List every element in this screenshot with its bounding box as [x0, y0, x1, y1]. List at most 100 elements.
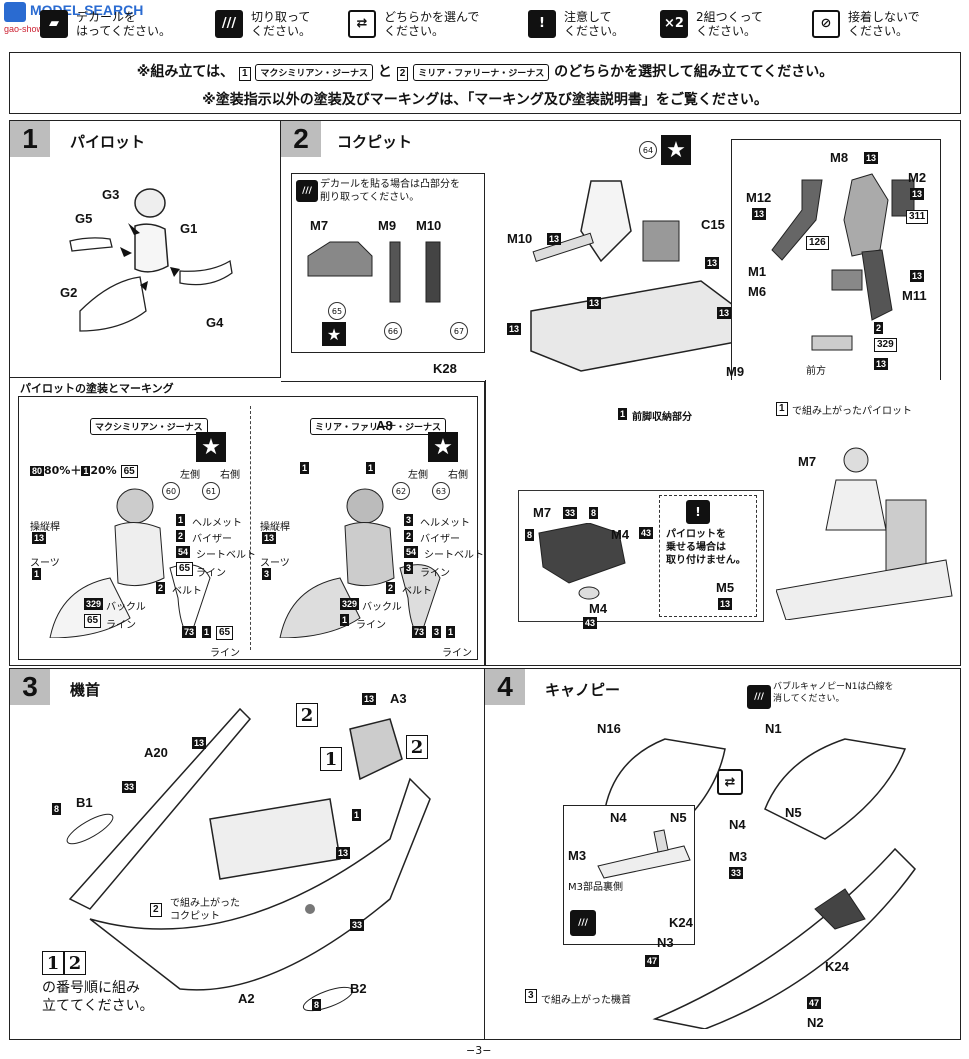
- step-4-panel: 4 キャノピー /// バブルキャノピーN1は凸線を 消してください。 N16 …: [485, 668, 961, 1040]
- part-label: M11: [902, 288, 927, 303]
- legend-decal: ▰ デカールを はってください。: [40, 4, 171, 44]
- part-label: N3: [657, 935, 674, 950]
- part-label: M3: [568, 848, 587, 863]
- step-title: パイロット: [70, 133, 146, 151]
- paint-number: 13: [910, 270, 925, 282]
- part-label: K24: [669, 915, 693, 930]
- paint-label: バックル: [106, 602, 146, 613]
- legend-no-glue: ⊘ 接着しないで ください。: [812, 4, 920, 44]
- paint-number: 13: [362, 693, 377, 705]
- header-and: と: [377, 64, 392, 80]
- part-label: K24: [825, 959, 849, 974]
- part-label: K28: [433, 361, 457, 376]
- order-number: 1: [42, 951, 64, 975]
- part-label: A8: [376, 418, 393, 433]
- part-label: G4: [206, 315, 224, 330]
- seat-parts: [771, 173, 915, 351]
- paint-label: ベルト: [402, 586, 432, 597]
- header-pre: ※組み立ては、: [136, 64, 235, 80]
- step-number: 3: [10, 669, 50, 705]
- paint-number: 3: [432, 626, 442, 638]
- paint-number: 13: [910, 188, 925, 200]
- option-number: 2: [406, 735, 428, 759]
- paint-number: 65: [176, 562, 194, 576]
- cut-icon: ///: [570, 910, 596, 936]
- paint-number: 1: [352, 809, 362, 821]
- paint-label: ベルト: [172, 586, 202, 597]
- header-line-2: ※塗装指示以外の塗装及びマーキングは、「マーキング及び塗装説明書」をご覧ください…: [202, 92, 768, 108]
- paint-number: 1: [176, 514, 186, 526]
- left-side: 左側: [408, 470, 428, 481]
- paint-number: 8: [312, 999, 322, 1011]
- legend-text: 注意して ください。: [564, 10, 625, 38]
- paint-number: 13: [192, 737, 207, 749]
- star-icon: ★: [196, 432, 226, 462]
- paint-number: 33: [122, 781, 137, 793]
- step-number: 2: [281, 121, 321, 157]
- step-ref-number: 3: [525, 989, 537, 1003]
- instruction-header: ※組み立ては、 1 マクシミリアン・ジーナス と 2 ミリア・ファリーナ・ジーナ…: [9, 52, 961, 114]
- decal-icon: ///: [296, 180, 318, 202]
- choose-icon: ⇄: [717, 769, 743, 795]
- cockpit-ref: で組み上がった コクピット: [170, 898, 240, 922]
- part-label: N2: [807, 1015, 824, 1030]
- seat-inset: M8 13 M2 13 M12 13 126 311 M1 M6 13 M11 …: [731, 139, 941, 383]
- part-label: M10: [507, 231, 533, 246]
- paint-number: 13: [547, 233, 562, 245]
- paint-number: 1: [81, 466, 91, 476]
- legend-text: 切り取って ください。: [251, 10, 312, 38]
- step-ref-number: 1: [776, 402, 788, 416]
- paint-number: 311: [906, 210, 929, 224]
- paint-number: 43: [639, 527, 654, 539]
- part-label: A3: [390, 691, 407, 706]
- step-2-lower: A8 M9 1 前脚収納部分 1 で組み上がったパイロット M7 M7 33 8…: [376, 364, 961, 666]
- paint-label: バイザー: [192, 534, 232, 545]
- paint-number: 80: [30, 466, 45, 476]
- mix-text: 20%: [90, 464, 117, 477]
- paint-number: 2: [404, 530, 414, 542]
- paint-label: ライン: [196, 568, 226, 579]
- step-title: コクピット: [337, 133, 413, 151]
- paint-number: 1: [446, 626, 456, 638]
- paint-number: 54: [176, 546, 191, 558]
- part-label: N16: [597, 721, 621, 736]
- cockpit-with-pilot: [776, 447, 953, 620]
- part-label: M9: [378, 218, 397, 233]
- step-3-panel: 3 機首 2 1 2 13 A3 A20 13 8 B1 33 13 1 33 …: [9, 668, 485, 1040]
- part-label: A2: [238, 991, 255, 1006]
- paint-number: 43: [583, 617, 598, 629]
- paint-number: 13: [507, 323, 522, 335]
- cockpit-assembly: [530, 180, 742, 372]
- paint-number: 1: [202, 626, 212, 638]
- paint-number: 13: [874, 358, 889, 370]
- part-label: G2: [60, 285, 78, 300]
- paint-number: 2: [874, 322, 884, 334]
- watermark-sub: gao-show.com: [4, 24, 63, 34]
- paint-number: 13: [864, 152, 879, 164]
- max-pilot-figure: [49, 488, 211, 638]
- decal-number: 67: [450, 322, 468, 340]
- order-number: 2: [64, 951, 86, 975]
- part-label: M7: [798, 454, 817, 469]
- paint-number: 1: [366, 462, 376, 474]
- decal-number: 65: [328, 302, 346, 320]
- step-number: 4: [485, 669, 525, 705]
- star-icon: ★: [428, 432, 458, 462]
- max-label: マクシミリアン・ジーナス: [90, 418, 208, 435]
- paint-number: 3: [404, 514, 414, 526]
- part-label: G1: [180, 221, 198, 236]
- stick-label: 操縦桿: [260, 522, 290, 533]
- part-label: M8: [830, 150, 849, 165]
- option-2-number: 2: [396, 67, 409, 81]
- divider: [250, 406, 251, 650]
- legend-cut: /// 切り取って ください。: [215, 4, 311, 44]
- paint-number: 13: [752, 208, 767, 220]
- paint-label: ヘルメット: [192, 518, 242, 529]
- choose-icon: ⇄: [348, 10, 376, 38]
- cut-icon: ///: [747, 685, 771, 709]
- option-1-chip: マクシミリアン・ジーナス: [255, 64, 374, 81]
- option-number: 2: [296, 703, 318, 727]
- paint-number: 13: [587, 297, 602, 309]
